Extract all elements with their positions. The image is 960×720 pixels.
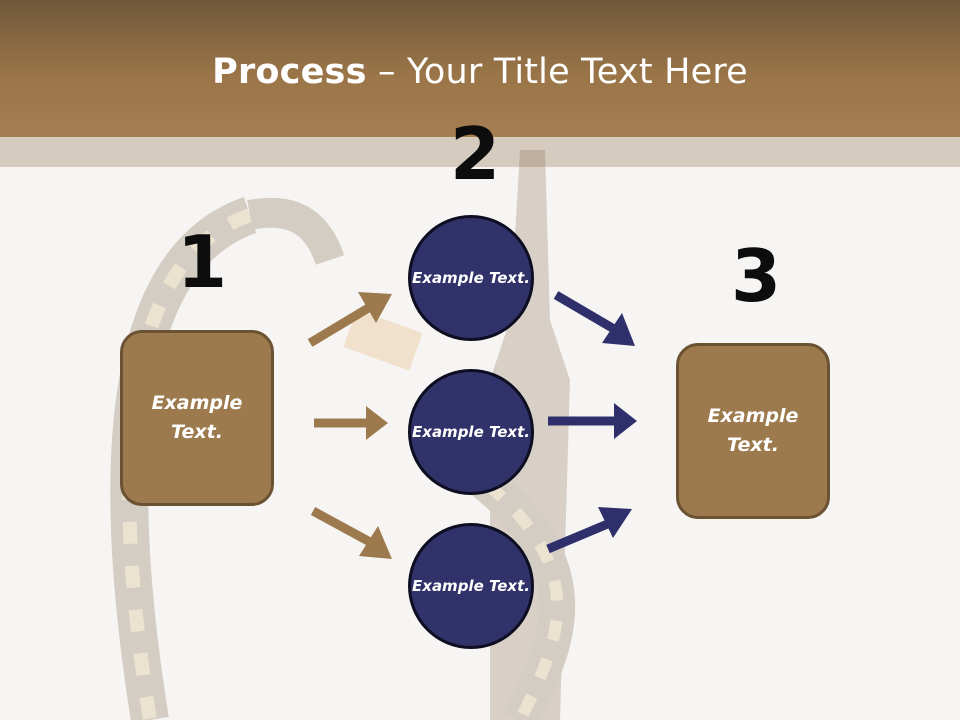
process-box-right-label: Example Text.: [707, 405, 799, 456]
title-rest: – Your Title Text Here: [366, 52, 748, 92]
process-circle-bottom: Example Text.: [408, 523, 534, 649]
arrow-left-to-middle: [314, 406, 388, 440]
process-circle-bottom-label: Example Text.: [412, 576, 530, 595]
process-circle-top-label: Example Text.: [412, 268, 530, 287]
arrow-middle-to-right: [548, 403, 637, 439]
title-bold: Process: [212, 52, 367, 92]
arrow-bottom-to-right: [546, 507, 632, 554]
process-circle-middle: Example Text.: [408, 369, 534, 495]
process-box-left: Example Text.: [120, 330, 274, 506]
arrow-left-to-top: [307, 292, 392, 347]
step-number-1: 1: [177, 220, 228, 304]
header-band: [0, 137, 960, 167]
process-circle-middle-label: Example Text.: [412, 422, 530, 441]
arrow-top-to-right: [553, 291, 635, 346]
process-circle-top: Example Text.: [408, 215, 534, 341]
process-box-left-label: Example Text.: [151, 392, 243, 443]
arrow-left-to-bottom: [310, 507, 392, 559]
step-number-3: 3: [731, 234, 782, 318]
page-title: Process – Your Title Text Here: [0, 52, 960, 92]
process-box-right: Example Text.: [676, 343, 830, 519]
step-number-2: 2: [450, 112, 501, 196]
header-bar: [0, 0, 960, 137]
